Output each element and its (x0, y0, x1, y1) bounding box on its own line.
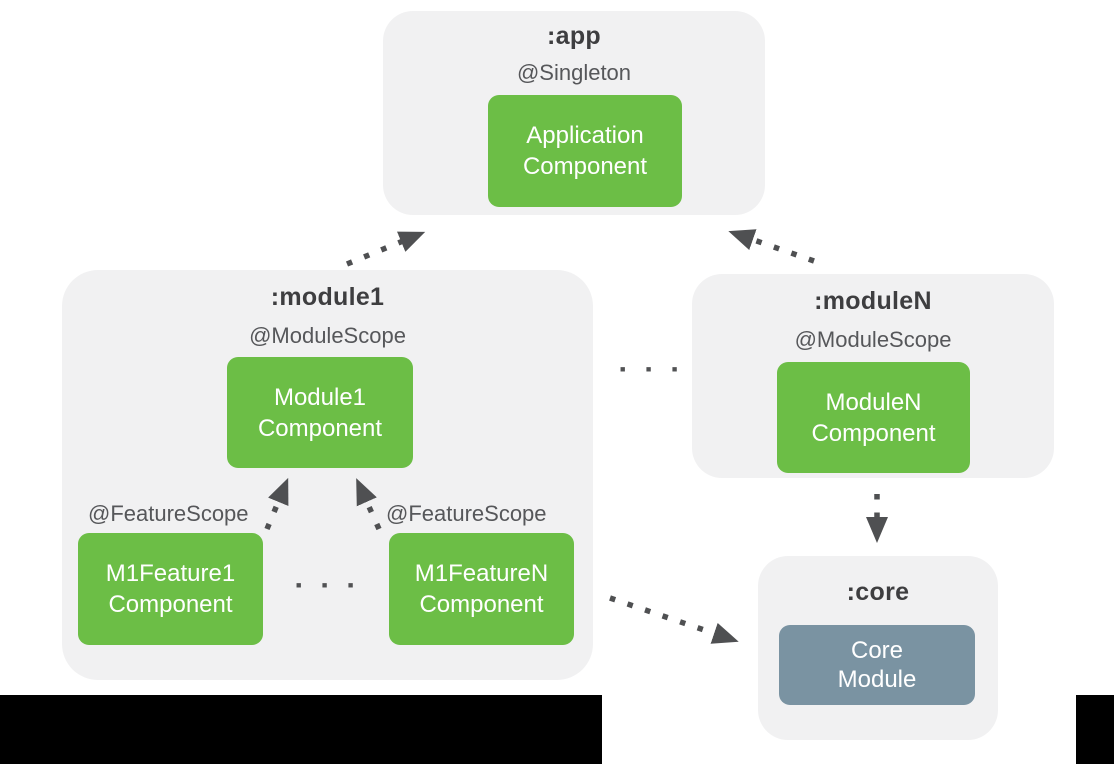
core-module-box: Core Module (779, 625, 975, 705)
moduleN-component-label-line2: Component (811, 419, 936, 447)
m1feature1-component-label-line1: M1Feature1 (105, 560, 236, 587)
module1-component-label-line1: Module1 (273, 383, 367, 411)
m1featureN-component-box: M1FeatureN Component (389, 533, 574, 645)
moduleN-title: :moduleN (814, 287, 932, 315)
m1featureN-component-label-line2: Component (419, 591, 544, 618)
m1featureN-component-label-line1: M1FeatureN (414, 560, 549, 587)
m1feature1-component-box: M1Feature1 Component (78, 533, 263, 645)
moduleN-component-label-line1: ModuleN (825, 388, 922, 416)
application-component-label-line1: Application (526, 122, 644, 149)
module1-scope-label: @ModuleScope (249, 323, 406, 348)
arrow-moduleN-to-app (728, 229, 815, 264)
letterbox-bottom-left (0, 695, 602, 764)
m1feature1-component-label-line2: Component (108, 591, 233, 618)
moduleN-scope-label: @ModuleScope (794, 327, 952, 352)
letterbox-bottom-right (1076, 695, 1114, 764)
module1-component-box: Module1 Component (227, 357, 413, 468)
core-module-label-line2: Module (837, 666, 917, 693)
app-module-title: :app (547, 22, 601, 50)
core-title: :core (846, 578, 910, 606)
modules-ellipsis: ■ ■ ■ (620, 364, 687, 374)
application-component-box: Application Component (488, 95, 682, 207)
arrow-module1-to-app (345, 231, 426, 267)
core-module-label-line1: Core (850, 637, 904, 664)
features-ellipsis: ■ ■ ■ (296, 580, 363, 590)
moduleN-component-box: ModuleN Component (777, 362, 970, 473)
feature1-scope-label: @FeatureScope (88, 501, 249, 526)
featureN-scope-label: @FeatureScope (386, 501, 547, 526)
module1-component-label-line2: Component (257, 414, 383, 442)
module1-title: :module1 (270, 283, 385, 311)
app-scope-label: @Singleton (516, 60, 632, 85)
application-component-label-line2: Component (522, 153, 648, 180)
arrow-module1-to-core (609, 595, 739, 644)
